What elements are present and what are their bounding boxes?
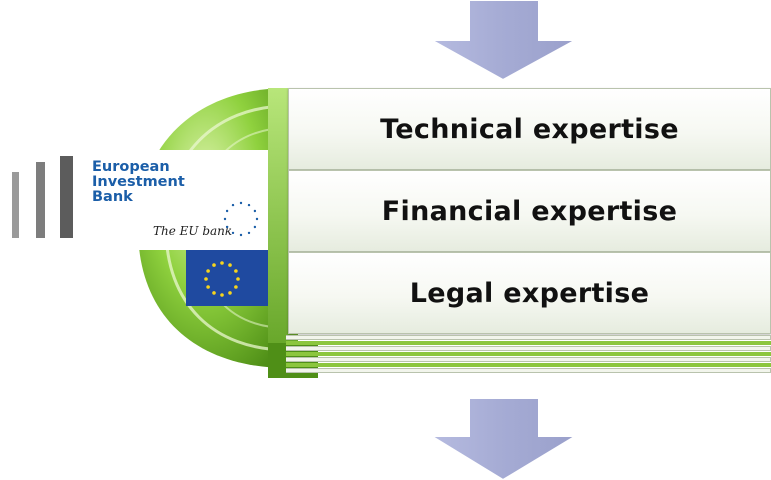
eu-star (212, 263, 216, 267)
technical-expertise-label: Technical expertise (380, 113, 679, 145)
eu-star (228, 263, 232, 267)
eib-name-line-1: European (92, 159, 170, 175)
eib-name-line-2: Investment (92, 174, 185, 190)
financial-expertise-label: Financial expertise (381, 195, 678, 227)
eu-flag-stars-icon (204, 261, 240, 297)
eu-star (247, 203, 251, 207)
eu-star (239, 233, 243, 237)
base-plate-3 (286, 357, 771, 362)
eib-tagline: The EU bank (153, 224, 233, 238)
eu-star (255, 217, 259, 221)
eu-star (231, 203, 235, 207)
eib-name: European Investment Bank (92, 160, 185, 205)
bottom-down-arrow (431, 398, 576, 480)
eu-star (234, 269, 238, 273)
base-plate-1 (286, 335, 771, 340)
base-plate-4 (286, 368, 771, 373)
eu-star (228, 291, 232, 295)
eu-star (206, 269, 210, 273)
eu-star (206, 285, 210, 289)
legal-expertise-label: Legal expertise (409, 277, 650, 309)
green-stripe-1 (286, 341, 771, 345)
eu-star (231, 231, 235, 235)
eib-mark-icon (12, 150, 268, 306)
base-plate-2 (286, 346, 771, 351)
eu-star (204, 277, 208, 281)
expertise-stack: Technical expertise Financial expertise … (272, 86, 771, 386)
eib-name-line-3: Bank (92, 189, 133, 205)
eu-star (225, 209, 229, 213)
eu-star (234, 285, 238, 289)
eu-star (239, 201, 243, 205)
eu-star (253, 225, 257, 229)
eu-star (220, 293, 224, 297)
financial-expertise-row: Financial expertise (288, 170, 771, 252)
green-stripe-2 (286, 352, 771, 356)
eu-stars-small-icon (223, 201, 259, 237)
eu-star (212, 291, 216, 295)
eu-star (236, 277, 240, 281)
eu-star (223, 217, 227, 221)
eib-logo: European Investment Bank The EU bank (0, 150, 268, 310)
top-down-arrow (431, 0, 576, 80)
eu-star (225, 225, 229, 229)
green-stripe-3 (286, 363, 771, 367)
eu-star (247, 231, 251, 235)
eu-star (253, 209, 257, 213)
technical-expertise-row: Technical expertise (288, 88, 771, 170)
eu-star (220, 261, 224, 265)
legal-expertise-row: Legal expertise (288, 252, 771, 334)
